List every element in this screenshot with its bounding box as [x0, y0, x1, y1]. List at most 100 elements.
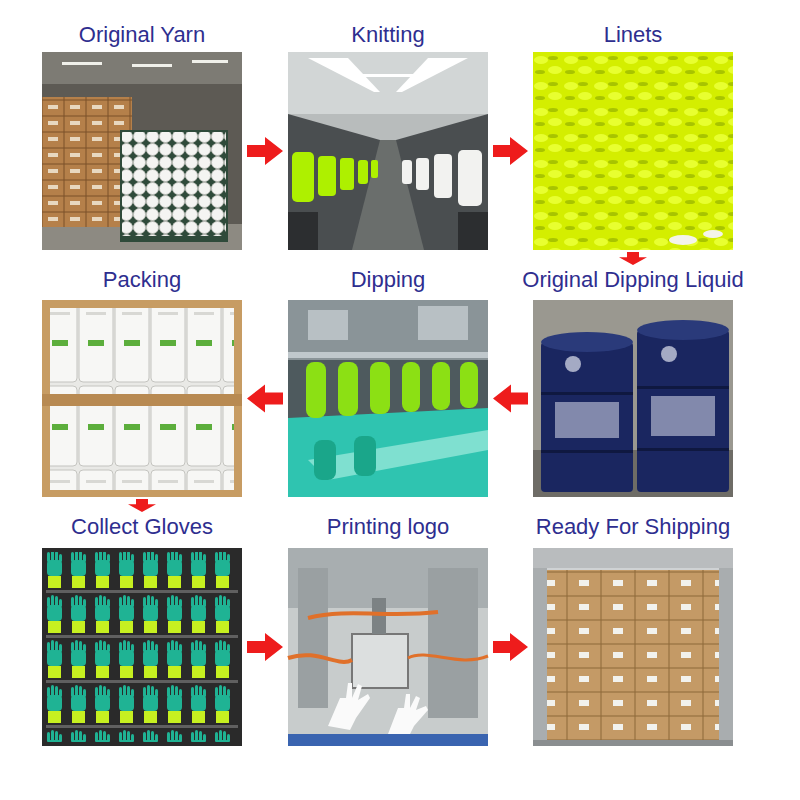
chemical-drums-photo-part	[637, 320, 729, 340]
dipping-line-photo	[288, 300, 488, 497]
step-title: Original Yarn	[0, 22, 292, 48]
dipping-line-photo-part	[402, 362, 420, 412]
packing-box-photo	[42, 300, 242, 497]
knitting-hall-photo-part	[352, 140, 424, 250]
photo-area	[42, 52, 242, 250]
chemical-drums-photo-part	[555, 402, 619, 438]
dipping-line-photo-part	[418, 306, 468, 340]
flow-arrow-shape	[247, 137, 283, 165]
knitting-hall-photo-part	[288, 52, 488, 114]
knitting-hall-photo-part	[458, 150, 482, 206]
chemical-drums-photo-part	[541, 342, 633, 492]
flow-arrow-shape	[619, 252, 647, 265]
process-step: Collect Gloves	[42, 514, 242, 746]
packing-box-photo-part	[50, 308, 234, 394]
yarn-warehouse-photo-part	[192, 60, 228, 63]
flow-arrow-shape	[493, 633, 528, 661]
knitting-hall-photo-part	[402, 160, 412, 184]
shipping-container-photo-part	[719, 548, 733, 746]
knitting-hall-photo-part	[371, 160, 378, 178]
step-title: Printing logo	[238, 514, 538, 540]
printing-machine-photo-part	[288, 734, 488, 746]
dipping-line-photo-part	[354, 436, 376, 476]
yarn-warehouse-photo-part	[132, 64, 172, 67]
knitting-hall-photo-part	[288, 212, 318, 250]
knitting-hall-photo-part	[348, 74, 428, 77]
glove-rack-photo-part	[42, 548, 242, 746]
dipping-line-photo-part	[338, 362, 358, 416]
chemical-drums-photo-part	[661, 346, 677, 362]
step-title: Linets	[483, 22, 783, 48]
knitting-hall-photo-part	[340, 158, 354, 190]
flow-arrow	[493, 137, 528, 165]
liners-photo-part	[533, 52, 733, 250]
knitting-hall-photo-part	[458, 212, 488, 250]
liners-photo-part	[703, 230, 723, 238]
flow-arrow-shape	[493, 137, 528, 165]
yarn-warehouse-photo-part	[62, 62, 102, 65]
knitting-hall-photo-part	[416, 158, 429, 190]
photo-area	[288, 300, 488, 497]
shipping-container-photo-part	[533, 548, 547, 746]
yarn-warehouse-photo-part	[120, 130, 228, 242]
process-step: Printing logo	[288, 514, 488, 746]
dipping-line-photo-part	[288, 408, 488, 497]
step-title: Packing	[0, 267, 292, 293]
dipping-line-photo-part	[314, 440, 336, 480]
packing-box-photo-part	[50, 406, 234, 490]
knitting-hall-photo-part	[318, 156, 336, 196]
chemical-drums-photo-part	[541, 392, 633, 395]
flow-arrow-shape	[493, 385, 528, 413]
flow-arrow	[128, 499, 156, 512]
knitting-hall-photo	[288, 52, 488, 250]
chemical-drums-photo-part	[637, 448, 729, 451]
flow-arrow-shape	[128, 499, 156, 512]
chemical-drums-photo-part	[637, 330, 729, 492]
knitting-hall-photo-part	[358, 160, 368, 184]
photo-area	[288, 548, 488, 746]
shipping-container-photo-part	[533, 548, 733, 746]
step-title: Original Dipping Liquid	[483, 267, 783, 293]
photo-area	[42, 300, 242, 497]
photo-area	[533, 52, 733, 250]
chemical-drums-photo-part	[541, 332, 633, 352]
printing-machine-photo-part	[328, 683, 370, 730]
dipping-line-photo-part	[288, 300, 488, 497]
flow-arrow	[493, 385, 528, 413]
yarn-warehouse-photo-part	[42, 97, 132, 227]
printing-machine-photo-part	[428, 568, 478, 718]
packing-box-photo-part	[50, 406, 234, 490]
yarn-warehouse-photo-part	[42, 52, 242, 84]
step-title: Ready For Shipping	[483, 514, 783, 540]
process-step: Knitting	[288, 22, 488, 250]
dipping-line-photo-part	[308, 310, 348, 340]
packing-box-photo-part	[42, 394, 242, 406]
photo-area	[288, 52, 488, 250]
process-step: Packing	[42, 267, 242, 497]
flow-arrow-shape	[247, 633, 283, 661]
flow-arrow-shape	[247, 385, 283, 413]
step-title: Collect Gloves	[0, 514, 292, 540]
liners-photo-part	[669, 235, 697, 245]
printing-machine-photo-part	[298, 568, 328, 708]
process-step: Linets	[533, 22, 733, 250]
packing-box-photo-part	[42, 300, 242, 497]
knitting-hall-photo-part	[288, 52, 488, 250]
step-title: Dipping	[238, 267, 538, 293]
printing-machine-photo-part	[352, 634, 408, 688]
chemical-drums-photo-part	[651, 396, 715, 436]
dipping-line-photo-part	[460, 362, 478, 408]
printing-machine-photo-part	[288, 548, 488, 746]
process-step: Ready For Shipping	[533, 514, 733, 746]
shipping-container-photo-part	[547, 570, 719, 740]
liners-photo	[533, 52, 733, 250]
printing-machine-photo-part	[408, 655, 488, 660]
dipping-line-photo-part	[308, 430, 488, 480]
chemical-drums-photo	[533, 300, 733, 497]
knitting-hall-photo-part	[434, 154, 452, 198]
photo-area	[42, 548, 242, 746]
photo-area	[533, 300, 733, 497]
dipping-line-photo-part	[370, 362, 390, 414]
dipping-line-photo-part	[288, 352, 488, 358]
